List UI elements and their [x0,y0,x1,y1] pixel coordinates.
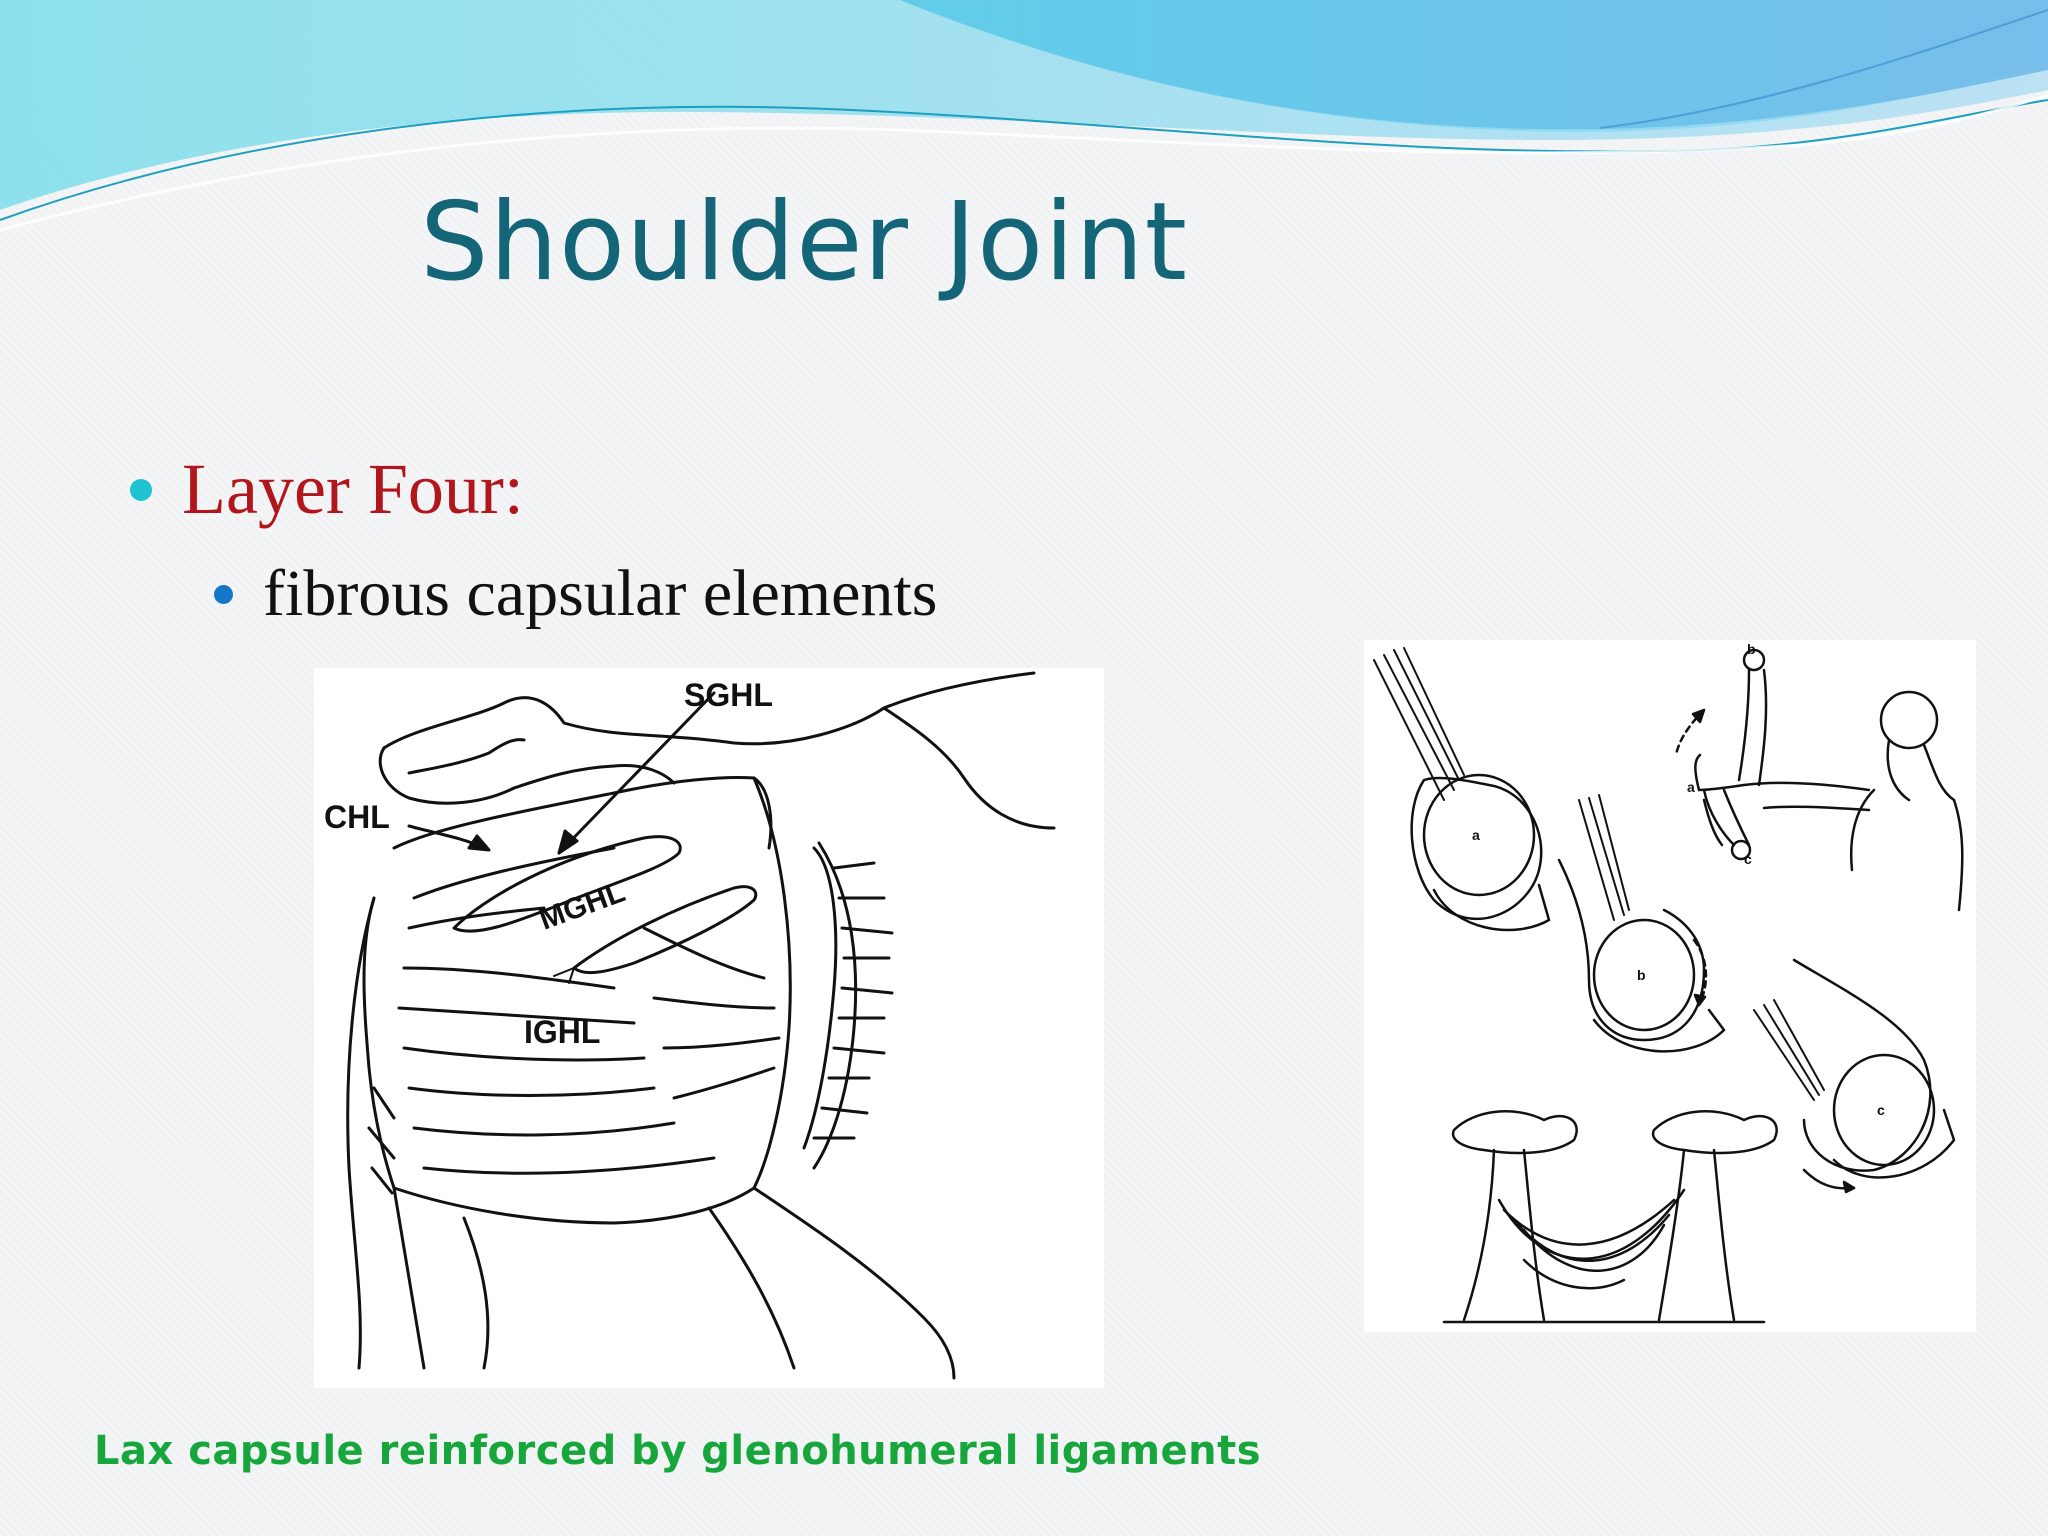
sghl-label: SGHL [684,677,773,713]
bullet-level1: Layer Four: [130,448,524,531]
hammock-analogy-illustration: a b c [1364,640,1976,1332]
bullet-dot-icon [130,478,152,501]
svg-text:a: a [1687,779,1695,795]
glenohumeral-ligament-illustration: SGHL CHL MGHL IGHL [314,668,1104,1388]
view-b-label: b [1637,967,1646,983]
figure-caption: Lax capsule reinforced by glenohumeral l… [94,1428,1262,1474]
sub-bullet-dot-icon [214,584,233,604]
mghl-label: MGHL [535,875,629,936]
ighl-label: IGHL [524,1014,600,1050]
bullet-level2-text: fibrous capsular elements [263,557,938,630]
svg-text:c: c [1744,851,1752,867]
svg-text:b: b [1747,641,1756,657]
view-c-label: c [1877,1102,1885,1118]
header-wave-decoration [0,0,2048,232]
chl-label: CHL [324,799,390,835]
slide-title: Shoulder Joint [420,180,1188,305]
bullet-level1-text: Layer Four: [182,449,524,529]
view-a-label: a [1472,827,1480,843]
bullet-level2: fibrous capsular elements [214,556,937,632]
